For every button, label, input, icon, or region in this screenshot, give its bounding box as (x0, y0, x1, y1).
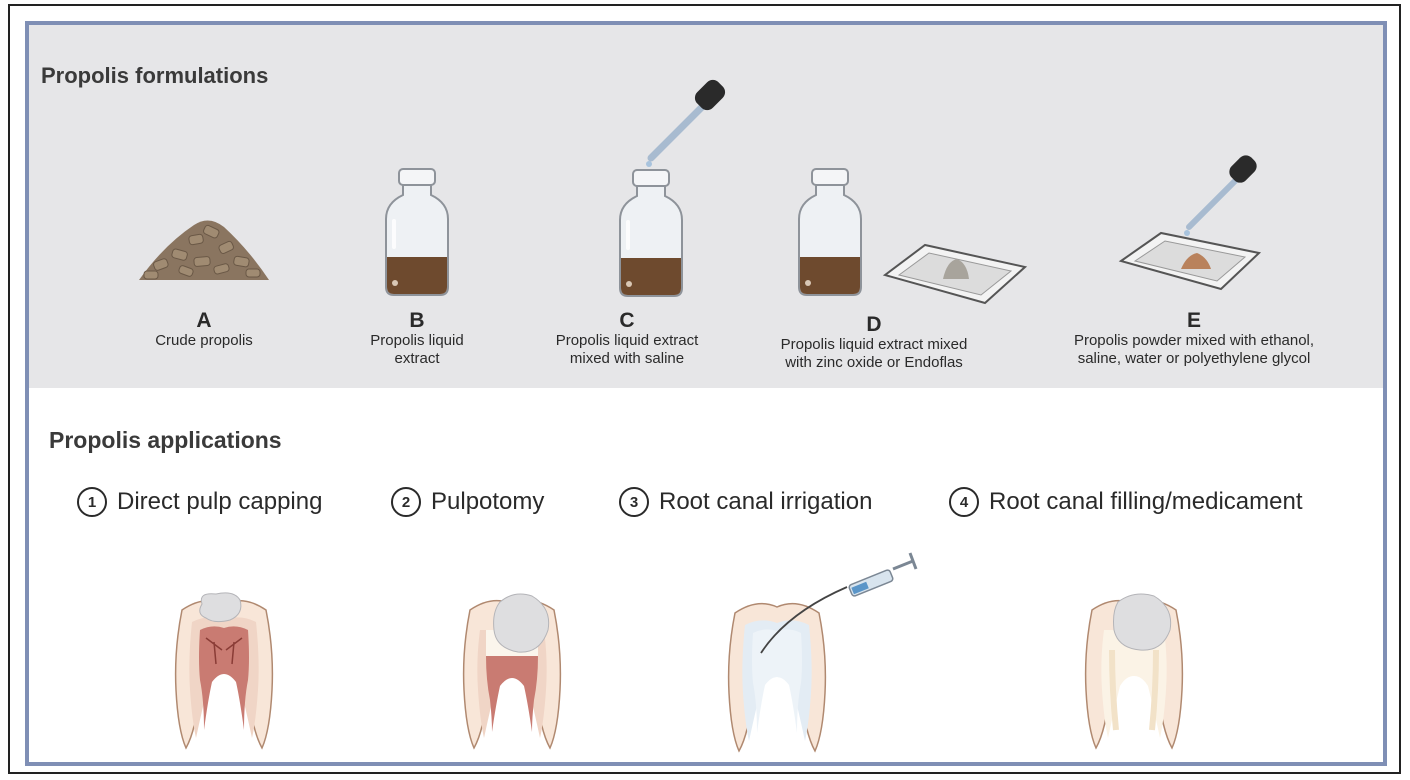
formulation-description: Crude propolis (124, 332, 284, 350)
formulations-panel: Propolis formulations (29, 25, 1383, 388)
application-item-3: 3 Root canal irrigation (619, 487, 872, 517)
formulation-item-b: B Propolis liquid extract (327, 310, 507, 368)
application-label: Pulpotomy (431, 488, 544, 516)
vial-and-mixing-tray-icon (795, 167, 1045, 299)
formulation-letter: B (327, 310, 507, 332)
application-label: Root canal filling/medicament (989, 488, 1303, 516)
formulation-item-d: D Propolis liquid extract mixed with zin… (749, 314, 999, 372)
tooth-pulp-capping-icon (164, 590, 284, 750)
crude-propolis-pile-icon (134, 205, 274, 285)
formulations-title: Propolis formulations (41, 63, 268, 89)
vial-with-dropper-icon (589, 70, 739, 298)
formulation-letter: D (749, 314, 999, 336)
applications-title: Propolis applications (49, 427, 282, 454)
vial-icon (382, 167, 452, 297)
application-item-1: 1 Direct pulp capping (77, 487, 322, 517)
formulation-letter: E (1049, 310, 1339, 332)
tooth-irrigation-syringe-icon (717, 543, 917, 753)
tooth-pulpotomy-icon (452, 590, 572, 750)
step-number-badge: 3 (619, 487, 649, 517)
formulation-description: Propolis liquid extract (327, 332, 507, 368)
figure-outer-border: Propolis formulations (8, 4, 1401, 774)
step-number-badge: 1 (77, 487, 107, 517)
formulation-description: Propolis liquid extract mixed with zinc … (749, 336, 999, 372)
application-label: Root canal irrigation (659, 488, 872, 516)
tray-with-dropper-icon (1111, 143, 1281, 293)
figure-frame: Propolis formulations (25, 21, 1387, 766)
step-number-badge: 2 (391, 487, 421, 517)
application-item-2: 2 Pulpotomy (391, 487, 544, 517)
tooth-root-filling-icon (1074, 590, 1194, 750)
step-number-badge: 4 (949, 487, 979, 517)
formulation-item-a: A Crude propolis (124, 310, 284, 350)
application-label: Direct pulp capping (117, 488, 322, 516)
application-item-4: 4 Root canal filling/medicament (949, 487, 1303, 517)
formulation-item-c: C Propolis liquid extract mixed with sal… (517, 310, 737, 368)
formulation-item-e: E Propolis powder mixed with ethanol, sa… (1049, 310, 1339, 368)
formulation-letter: C (517, 310, 737, 332)
formulation-letter: A (124, 310, 284, 332)
formulation-description: Propolis powder mixed with ethanol, sali… (1049, 332, 1339, 368)
formulation-description: Propolis liquid extract mixed with salin… (517, 332, 737, 368)
